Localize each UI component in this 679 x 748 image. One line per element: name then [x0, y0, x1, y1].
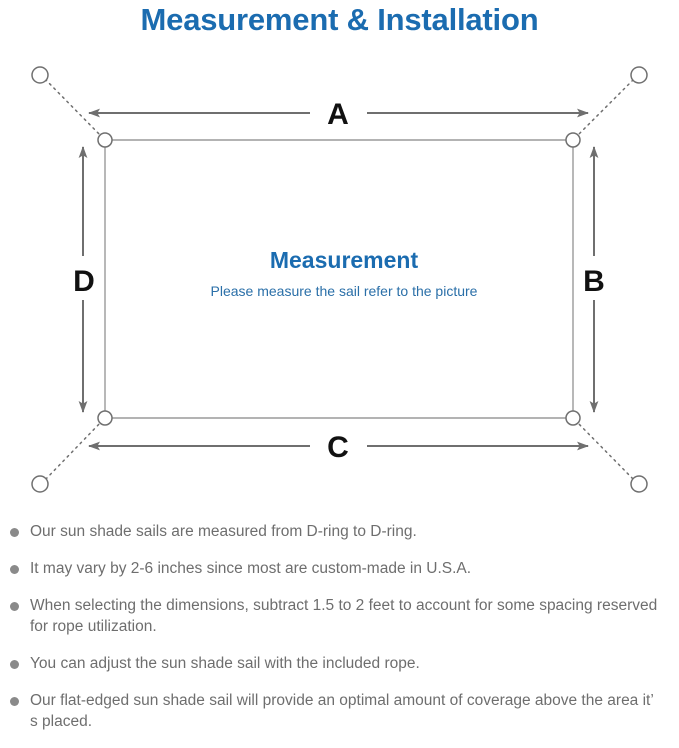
dimension-label-a: A: [327, 98, 349, 131]
list-item-text: Our flat-edged sun shade sail will provi…: [30, 692, 654, 730]
rope-line-top-right: [574, 77, 636, 139]
sail-measurement-diagram: A C D B Measurement Please measure the s…: [0, 44, 679, 514]
list-item: It may vary by 2-6 inches since most are…: [0, 558, 679, 579]
bullet-dot-icon: [10, 602, 19, 611]
rope-line-bottom-left: [43, 419, 104, 482]
anchor-point-top-left: [31, 66, 49, 84]
bullet-dot-icon: [10, 528, 19, 537]
dimension-label-b: B: [583, 265, 605, 298]
rope-line-bottom-right: [574, 419, 636, 482]
list-item: Our flat-edged sun shade sail will provi…: [0, 690, 679, 732]
anchor-point-top-right: [630, 66, 648, 84]
list-item-text: When selecting the dimensions, subtract …: [30, 597, 658, 635]
rope-line-top-left: [43, 77, 104, 139]
list-item: When selecting the dimensions, subtract …: [0, 595, 679, 637]
list-item: Our sun shade sails are measured from D-…: [0, 521, 679, 542]
anchor-point-bottom-right: [630, 475, 648, 493]
d-ring-top-left: [97, 132, 113, 148]
list-item-text: It may vary by 2-6 inches since most are…: [30, 560, 472, 577]
page-title: Measurement & Installation: [140, 2, 539, 37]
list-item: You can adjust the sun shade sail with t…: [0, 653, 679, 674]
anchor-point-bottom-left: [31, 475, 49, 493]
notes-list: Our sun shade sails are measured from D-…: [0, 521, 679, 748]
dimension-label-c: C: [327, 431, 349, 464]
d-ring-bottom-right: [565, 410, 581, 426]
bullet-dot-icon: [10, 565, 19, 574]
dimension-label-d: D: [73, 265, 95, 298]
diagram-center-title: Measurement: [270, 247, 419, 273]
bullet-dot-icon: [10, 697, 19, 706]
bullet-dot-icon: [10, 660, 19, 669]
d-ring-top-right: [565, 132, 581, 148]
sail-rectangle: [104, 139, 574, 419]
diagram-center-subtitle: Please measure the sail refer to the pic…: [211, 283, 478, 299]
list-item-text: Our sun shade sails are measured from D-…: [30, 523, 417, 540]
list-item-text: You can adjust the sun shade sail with t…: [30, 655, 420, 672]
d-ring-bottom-left: [97, 410, 113, 426]
